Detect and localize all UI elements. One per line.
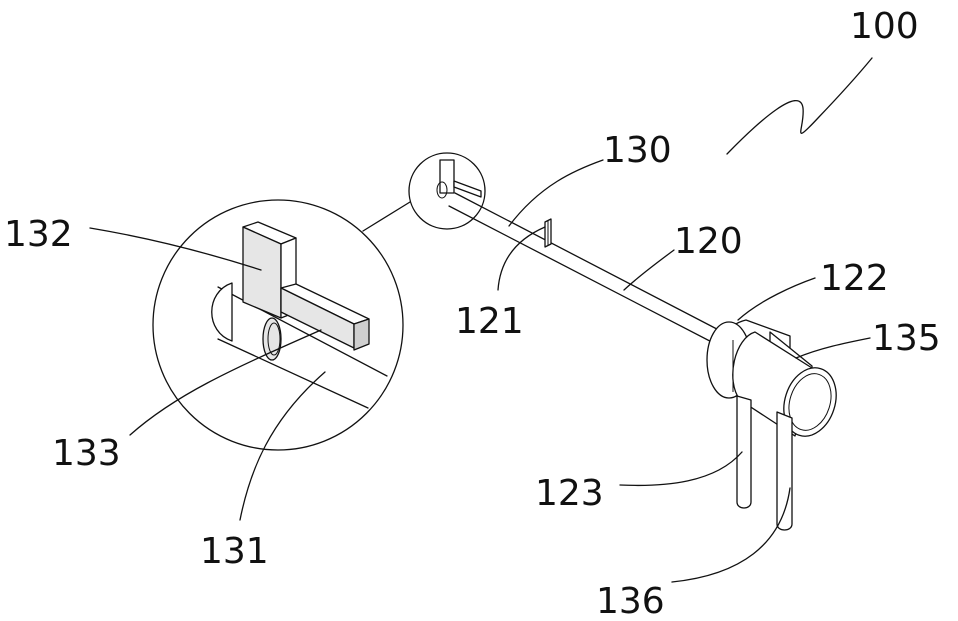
- reference-labels: 100 130 120 122 135 132 121 133 123 131 …: [4, 6, 941, 621]
- label-122: 122: [820, 258, 889, 299]
- detail-connector: [362, 201, 411, 232]
- label-133: 133: [52, 433, 121, 474]
- label-131: 131: [200, 531, 269, 572]
- label-123: 123: [535, 473, 604, 514]
- detail-source-circle: [408, 152, 486, 230]
- label-120: 120: [674, 221, 743, 262]
- label-135: 135: [872, 318, 941, 359]
- label-132: 132: [4, 214, 73, 255]
- label-100: 100: [850, 6, 919, 47]
- shaft-tab: [544, 218, 552, 248]
- label-130: 130: [603, 130, 672, 171]
- leader-lines: [89, 159, 871, 583]
- assembly-squiggle: [726, 57, 873, 155]
- label-136: 136: [596, 581, 665, 621]
- detail-circle: [152, 199, 404, 451]
- shaft: [448, 192, 739, 353]
- motor-assembly: [706, 319, 837, 437]
- label-121: 121: [455, 301, 524, 342]
